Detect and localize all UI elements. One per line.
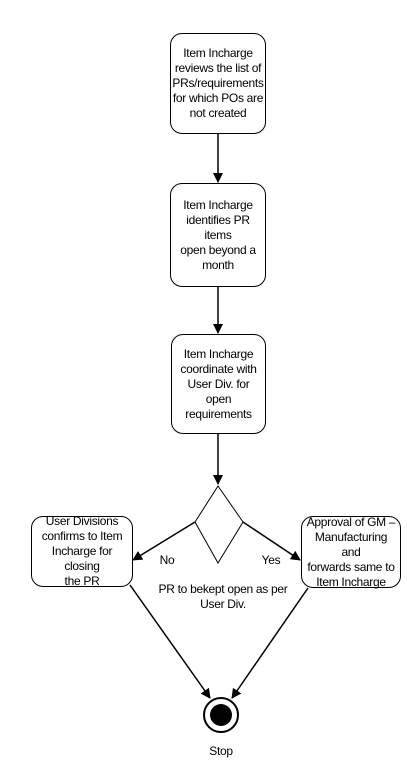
decision-diamond [194, 485, 244, 564]
arrow-right-to-stop [231, 587, 309, 699]
step-coordinate-user-div: Item Incharge coordinate with User Div. … [171, 334, 266, 434]
user-divisions-confirm-box: User Divisions confirms to Item Incharge… [31, 514, 133, 588]
arrow-left-to-stop [129, 584, 211, 699]
arrow-decision-no [132, 521, 196, 561]
no-branch-label: No [159, 553, 175, 567]
gm-approval-box: Approval of GM – Manufacturing and forwa… [301, 515, 401, 589]
step-identify-open-items: Item Incharge identifies PR items open b… [170, 183, 266, 287]
step-review-pr-list: Item Incharge reviews the list of PRs/re… [170, 33, 266, 134]
yes-branch-label: Yes [261, 553, 281, 567]
decision-label: PR to bekept open as per User Div. [158, 582, 288, 611]
stop-label: Stop [209, 744, 233, 758]
stop-node [203, 697, 239, 733]
arrow-decision-yes [242, 521, 301, 561]
